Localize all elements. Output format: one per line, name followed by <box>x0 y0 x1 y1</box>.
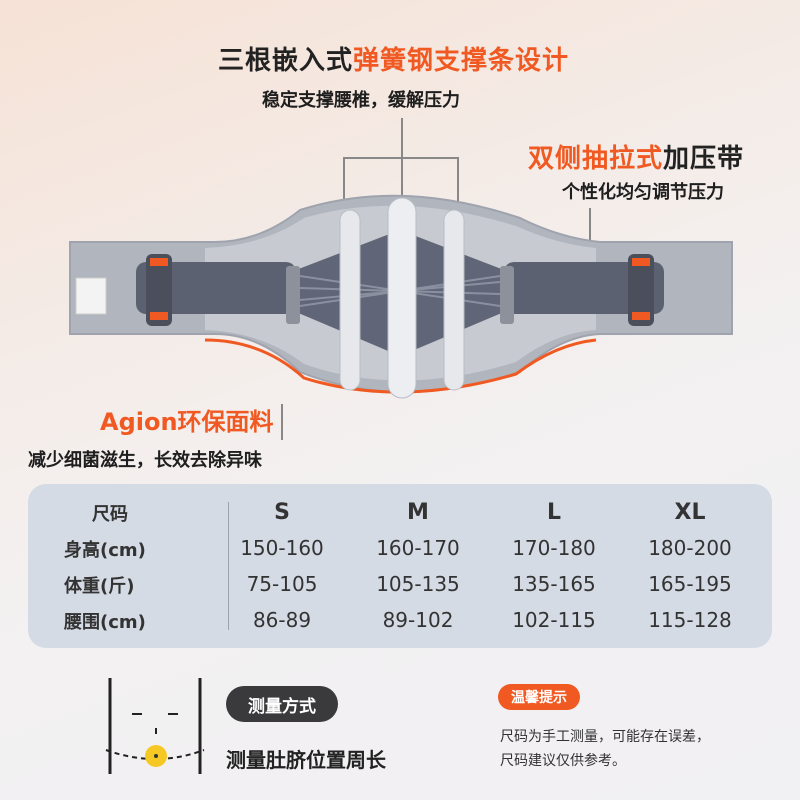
size-xl: XL <box>674 500 706 525</box>
measure-method-text: 测量肚脐位置周长 <box>226 748 386 772</box>
height-cell: 180-200 <box>648 536 732 560</box>
spring-title-black: 三根嵌入式 <box>218 46 354 76</box>
weight-cell: 165-195 <box>648 572 732 596</box>
height-cell: 150-160 <box>240 536 324 560</box>
pull-title-orange: 双侧抽拉式 <box>528 144 664 174</box>
row-header-waist: 腰围(cm) <box>64 612 146 633</box>
waist-cell: 89-102 <box>382 608 454 632</box>
notice-line-2: 尺码建议仅供参考。 <box>500 753 626 769</box>
size-table: 尺码 S M L XL 身高(cm) 150-160 160-170 170-1… <box>28 484 772 648</box>
lumbar-belt-image <box>69 118 733 440</box>
fabric-feature-subtitle: 减少细菌滋生，长效去除异味 <box>28 450 262 471</box>
weight-cell: 105-135 <box>376 572 460 596</box>
notice-line-1: 尺码为手工测量，可能存在误差， <box>500 729 710 745</box>
table-row-size: 尺码 S M L XL <box>28 500 772 536</box>
notice-badge: 温馨提示 <box>498 684 580 710</box>
spring-feature-subtitle: 稳定支撑腰椎，缓解压力 <box>262 90 460 111</box>
table-row-weight: 体重(斤) 75-105 105-135 135-165 165-195 <box>28 572 772 608</box>
weight-cell: 75-105 <box>246 572 318 596</box>
height-cell: 160-170 <box>376 536 460 560</box>
pull-title-black: 加压带 <box>663 144 745 174</box>
waist-cell: 102-115 <box>512 608 596 632</box>
table-divider <box>228 502 229 630</box>
left-buckle <box>286 266 300 324</box>
velcro-tab <box>75 277 107 315</box>
left-steel-stay <box>339 209 361 391</box>
row-header-size: 尺码 <box>92 504 128 525</box>
left-pull-strap <box>136 262 296 314</box>
row-header-height: 身高(cm) <box>64 540 146 561</box>
center-steel-stay <box>387 197 417 399</box>
left-clip <box>146 254 172 326</box>
table-row-waist: 腰围(cm) 86-89 89-102 102-115 115-128 <box>28 608 772 644</box>
torso-measure-icon <box>105 678 205 774</box>
spring-title-orange: 弹簧钢支撑条设计 <box>353 46 570 76</box>
pull-feature-subtitle: 个性化均匀调节压力 <box>562 182 724 203</box>
waist-cell: 86-89 <box>252 608 312 632</box>
height-cell: 170-180 <box>512 536 596 560</box>
pull-feature-title: 双侧抽拉式加压带 <box>528 138 744 175</box>
row-header-weight: 体重(斤) <box>64 576 135 597</box>
right-clip <box>628 254 654 326</box>
weight-cell: 135-165 <box>512 572 596 596</box>
waist-cell: 115-128 <box>648 608 732 632</box>
fabric-feature-title: Agion环保面料 <box>100 408 274 436</box>
measure-method-badge: 测量方式 <box>226 686 338 722</box>
right-steel-stay <box>443 209 465 391</box>
size-m: M <box>407 500 429 525</box>
size-s: S <box>274 500 290 525</box>
table-row-height: 身高(cm) 150-160 160-170 170-180 180-200 <box>28 536 772 572</box>
size-l: L <box>546 500 562 525</box>
right-buckle <box>500 266 514 324</box>
spring-feature-title: 三根嵌入式弹簧钢支撑条设计 <box>218 40 569 77</box>
right-pull-strap <box>504 262 664 314</box>
